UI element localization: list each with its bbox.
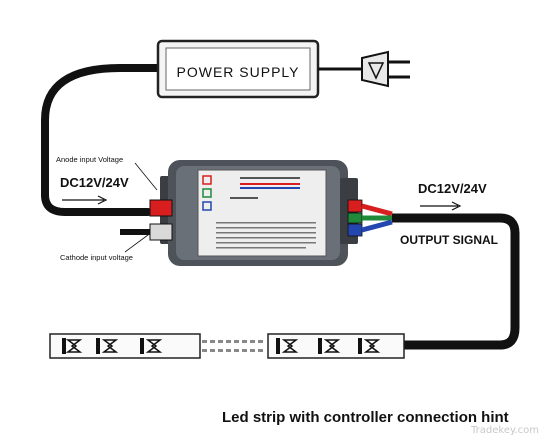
output-wires [347, 199, 393, 237]
output-arrow [420, 201, 462, 211]
input-terminals [120, 199, 173, 241]
led-strip-left [49, 333, 201, 359]
power-supply-label: POWER SUPPLY [177, 64, 300, 80]
output-voltage-label: DC12V/24V [418, 181, 487, 196]
output-signal-label: OUTPUT SIGNAL [400, 233, 498, 247]
led-strip-right [267, 333, 405, 359]
input-voltage-label: DC12V/24V [60, 175, 129, 190]
cathode-input-label: Cathode input voltage [60, 253, 133, 262]
output-cable [392, 213, 520, 350]
cathode-leader-line [124, 231, 153, 253]
watermark: Tradekey.com [471, 425, 539, 436]
power-plug [318, 50, 410, 88]
led-controller [160, 160, 358, 266]
power-supply: POWER SUPPLY [156, 39, 320, 99]
anode-input-label: Anode input Voltage [56, 155, 123, 164]
power-input-cable [41, 64, 164, 216]
input-arrow [62, 195, 108, 205]
diagram-caption: Led strip with controller connection hin… [222, 409, 509, 426]
anode-leader-line [134, 162, 158, 191]
strip-continuation [202, 340, 263, 352]
